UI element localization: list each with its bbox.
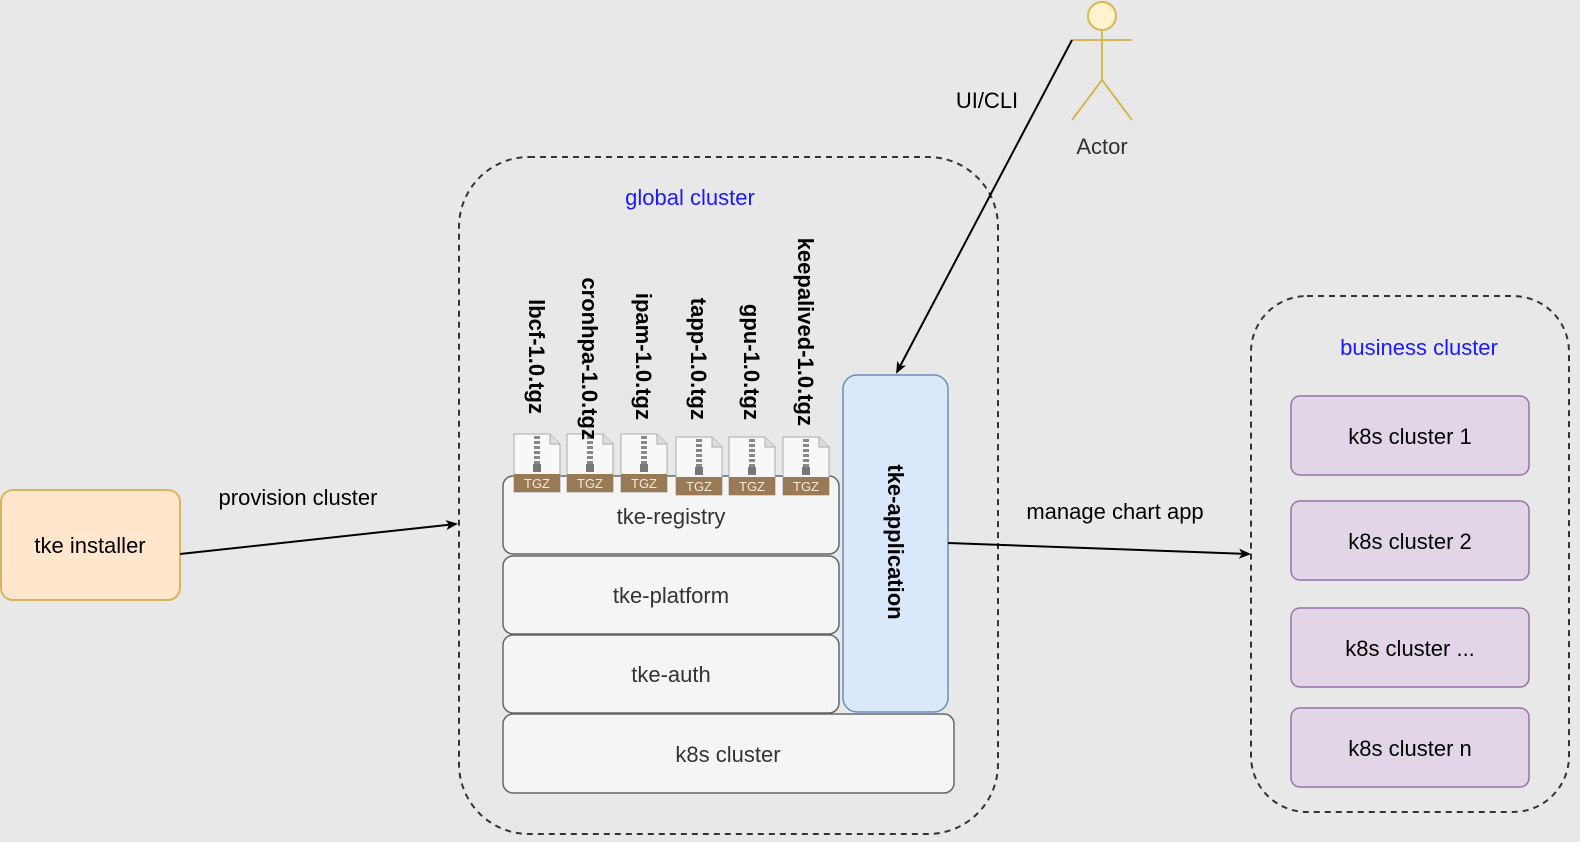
- package-item[interactable]: TGZ lbcf-1.0.tgz: [513, 299, 561, 493]
- business-k8s-cluster-node[interactable]: k8s cluster 1: [1290, 395, 1530, 476]
- provision-edge: provision cluster: [179, 485, 458, 555]
- package-name-label: gpu-1.0.tgz: [739, 304, 764, 420]
- business-k8s-cluster-label: k8s cluster 2: [1348, 529, 1472, 554]
- business-k8s-cluster-label: k8s cluster n: [1348, 736, 1472, 761]
- tke-platform-node[interactable]: tke-platform: [502, 555, 840, 635]
- business-cluster-title: business cluster: [1340, 335, 1498, 360]
- tgz-file-icon: TGZ: [566, 433, 614, 493]
- tgz-file-type: TGZ: [524, 476, 550, 491]
- package-name-label: keepalived-1.0.tgz: [793, 238, 818, 426]
- k8s-cluster-label: k8s cluster: [675, 742, 780, 767]
- actor-icon: [1071, 1, 1133, 121]
- business-k8s-cluster-node[interactable]: k8s cluster 2: [1290, 500, 1530, 581]
- global-cluster-group: global cluster: [458, 156, 999, 835]
- tke-application-label: tke-application: [883, 464, 908, 619]
- tke-auth-node[interactable]: tke-auth: [502, 634, 840, 714]
- tgz-file-type: TGZ: [793, 479, 819, 494]
- ui-cli-edge: UI/CLI: [896, 39, 1073, 374]
- tgz-file-icon: TGZ: [782, 436, 830, 496]
- tke-application-node[interactable]: tke-application: [842, 374, 949, 713]
- package-item[interactable]: TGZ tapp-1.0.tgz: [675, 298, 723, 496]
- tgz-file-type: TGZ: [577, 476, 603, 491]
- tke-registry-label: tke-registry: [617, 504, 726, 529]
- tke-auth-label: tke-auth: [631, 662, 711, 687]
- actor-label: Actor: [1076, 134, 1127, 159]
- k8s-cluster-node[interactable]: k8s cluster: [502, 713, 955, 794]
- tke-platform-label: tke-platform: [613, 583, 729, 608]
- package-name-label: cronhpa-1.0.tgz: [577, 277, 602, 440]
- global-cluster-title: global cluster: [625, 185, 755, 210]
- tgz-file-type: TGZ: [631, 476, 657, 491]
- manage-edge: manage chart app: [947, 499, 1251, 559]
- package-name-label: tapp-1.0.tgz: [686, 298, 711, 420]
- tgz-file-icon: TGZ: [728, 436, 776, 496]
- business-k8s-cluster-label: k8s cluster ...: [1345, 636, 1475, 661]
- package-name-label: lbcf-1.0.tgz: [524, 299, 549, 414]
- package-item[interactable]: TGZ cronhpa-1.0.tgz: [566, 277, 614, 493]
- tgz-file-icon: TGZ: [620, 433, 668, 493]
- tgz-file-icon: TGZ: [513, 433, 561, 493]
- business-k8s-cluster-node[interactable]: k8s cluster ...: [1290, 607, 1530, 688]
- package-name-label: ipam-1.0.tgz: [631, 293, 656, 420]
- business-cluster-list: k8s cluster 1 k8s cluster 2 k8s cluster ..…: [1290, 395, 1530, 788]
- tke-installer-node[interactable]: tke installer: [0, 489, 181, 601]
- tgz-file-type: TGZ: [686, 479, 712, 494]
- business-k8s-cluster-label: k8s cluster 1: [1348, 424, 1472, 449]
- package-item[interactable]: TGZ ipam-1.0.tgz: [620, 293, 668, 493]
- tgz-file-icon: TGZ: [675, 436, 723, 496]
- tgz-file-type: TGZ: [739, 479, 765, 494]
- ui-cli-edge-label: UI/CLI: [956, 88, 1018, 113]
- business-k8s-cluster-node[interactable]: k8s cluster n: [1290, 707, 1530, 788]
- provision-edge-label: provision cluster: [219, 485, 378, 510]
- package-item[interactable]: TGZ keepalived-1.0.tgz: [782, 238, 830, 496]
- actor-node[interactable]: Actor: [1071, 1, 1133, 159]
- tke-installer-label: tke installer: [34, 533, 145, 558]
- manage-edge-label: manage chart app: [1026, 499, 1203, 524]
- package-item[interactable]: TGZ gpu-1.0.tgz: [728, 304, 776, 496]
- business-cluster-group: business cluster: [1250, 295, 1570, 813]
